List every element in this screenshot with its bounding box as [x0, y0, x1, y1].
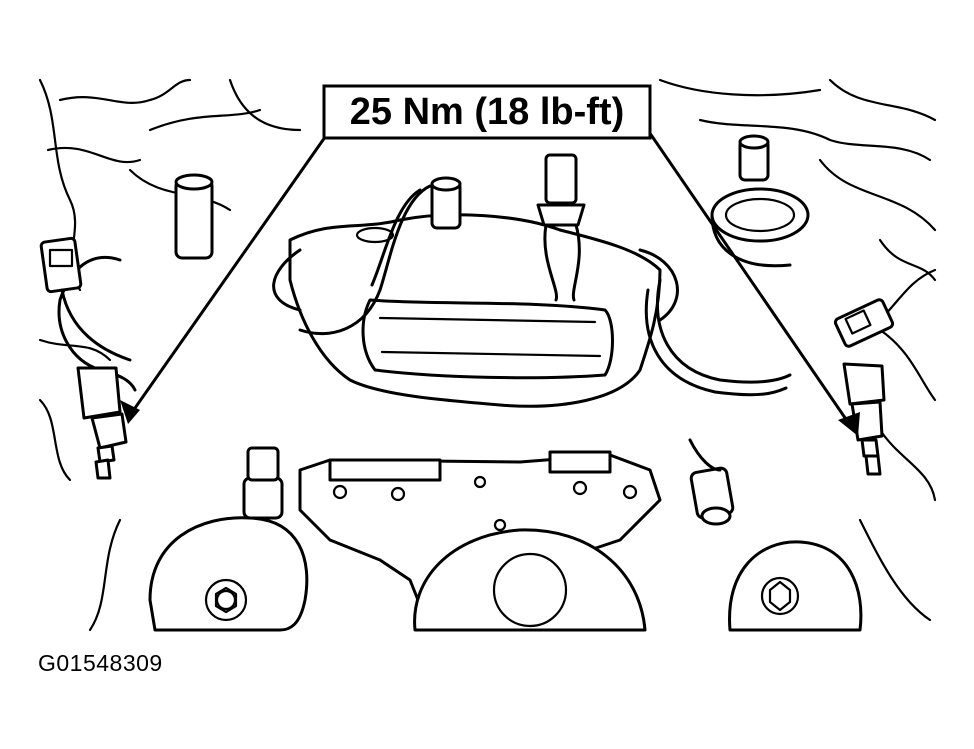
lower-studs [242, 438, 735, 526]
callout-leaders [120, 124, 860, 436]
left-connector [39, 236, 132, 362]
pulleys [148, 516, 863, 632]
intake-manifold [272, 213, 679, 408]
right-connector [833, 298, 895, 348]
torque-spec-label: 25 Nm (18 lb-ft) [350, 91, 624, 133]
right-knock-sensor [842, 362, 886, 476]
wiring-harness [57, 184, 937, 397]
figure-id: G01548309 [38, 650, 163, 676]
torque-callout: 25 Nm (18 lb-ft) [322, 84, 652, 140]
engine-background-contours [38, 78, 937, 632]
thermostat-housing [710, 187, 810, 268]
left-knock-sensor [76, 366, 128, 480]
torque-callout-box [322, 84, 652, 140]
top-studs [174, 134, 770, 302]
